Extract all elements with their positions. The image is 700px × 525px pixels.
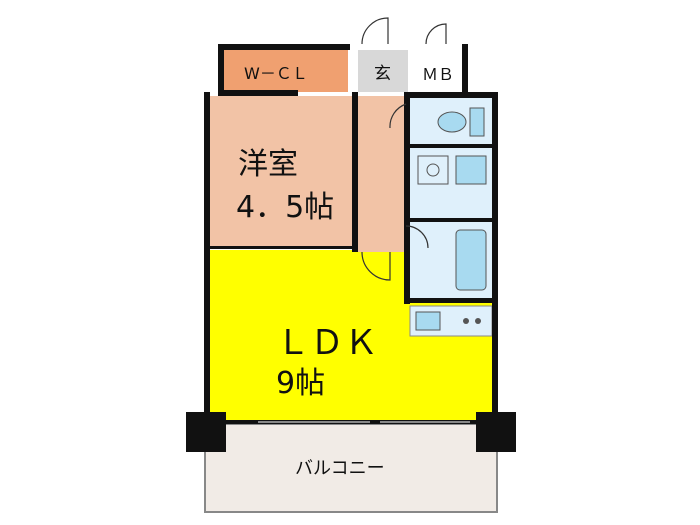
entrance-label: 玄 <box>374 64 391 84</box>
washing-drum-icon <box>426 163 440 177</box>
western-room-name: 洋室 <box>238 147 298 182</box>
meter-box-label: ＭＢ <box>422 65 454 84</box>
walk-in-closet-label: W－ＣＬ <box>244 64 308 83</box>
western-room <box>208 96 356 248</box>
walk-in-closet <box>222 50 348 92</box>
entrance <box>358 50 408 92</box>
washing-machine-icon <box>417 155 449 185</box>
doors <box>258 17 470 423</box>
western-room-size: 4．5帖 <box>236 190 334 225</box>
stove-burner-icon <box>475 318 481 324</box>
hallway <box>358 96 406 252</box>
meter-box <box>414 50 462 92</box>
bathtub-icon <box>455 229 487 291</box>
balcony-label: バルコニー <box>295 458 385 479</box>
stove-burner-icon <box>463 318 469 324</box>
sink-icon <box>415 311 441 331</box>
toilet-tank-icon <box>469 107 485 137</box>
ldk-name: ＬＤＫ <box>276 323 378 363</box>
ldk-size: 9帖 <box>276 366 325 401</box>
washbasin-icon <box>455 155 487 185</box>
toilet-icon <box>437 111 467 133</box>
balcony <box>204 423 498 513</box>
